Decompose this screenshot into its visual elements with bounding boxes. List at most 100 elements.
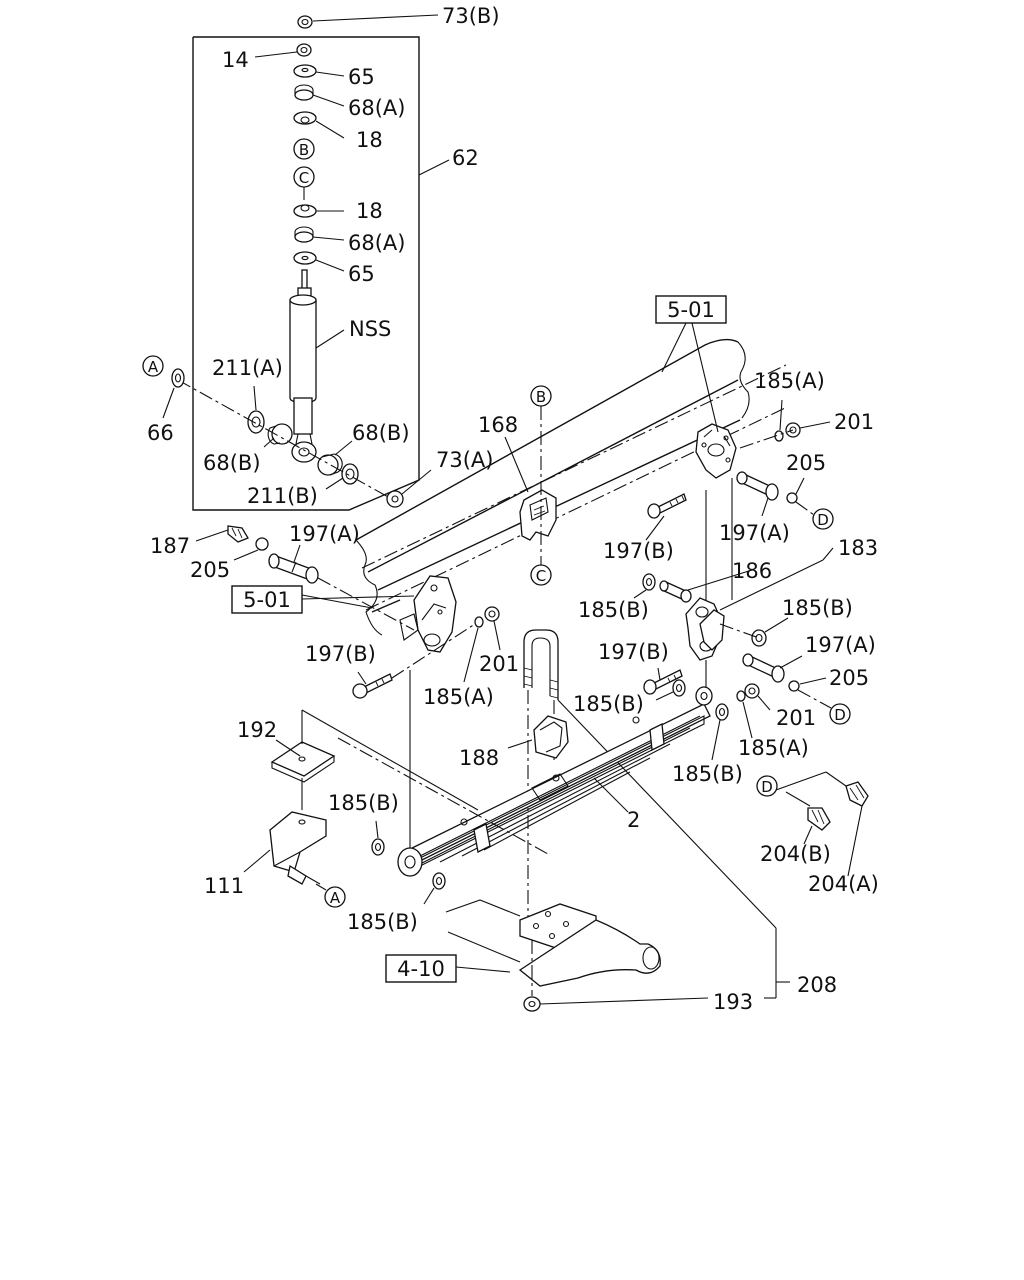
bolt-197b-r (643, 669, 683, 695)
nut-73a (386, 490, 404, 508)
marker-d-tr: D (812, 508, 834, 530)
callout-18-a: 18 (356, 128, 383, 152)
washer-211b (341, 463, 359, 485)
callout-185a-r: 185(A) (738, 736, 809, 760)
marker-d-bottom: D (756, 775, 778, 797)
svg-text:B: B (536, 388, 546, 406)
grease-nipple-204a (845, 781, 869, 807)
callout-204b: 204(B) (760, 842, 831, 866)
callout-14: 14 (222, 48, 249, 72)
spacer-188 (533, 715, 569, 759)
washer-185b-c (672, 679, 686, 697)
nut-14 (296, 43, 312, 57)
marker-b-shock: B (293, 138, 315, 160)
callout-193: 193 (713, 990, 753, 1014)
callout-211b: 211(B) (247, 484, 318, 508)
axle-4-10 (445, 899, 661, 987)
callout-197a-r: 197(A) (805, 633, 876, 657)
callout-183: 183 (838, 536, 878, 560)
marker-a-top: A (142, 355, 164, 377)
callout-205-tr: 205 (786, 451, 826, 475)
grease-205-r (788, 680, 800, 692)
svg-text:B: B (299, 141, 309, 159)
bushing-68b-right (317, 453, 343, 476)
retainer-18-top (293, 111, 317, 125)
pin-197a-r (742, 653, 785, 683)
washer-65-bottom (293, 251, 317, 265)
washer-185b-r1 (751, 629, 767, 647)
callout-68b-r: 68(B) (352, 421, 410, 445)
callout-65-a: 65 (348, 65, 375, 89)
nut-201-r (744, 683, 760, 699)
washer-66 (171, 368, 185, 388)
bolt-197b-mid (647, 493, 687, 519)
bushing-68a-bottom (294, 226, 314, 243)
shackle-plate (685, 597, 725, 661)
front-hanger-bracket (399, 575, 457, 653)
bracket-168 (519, 489, 557, 541)
pin-197a-l (268, 553, 319, 584)
grease-nipple-187 (227, 525, 249, 543)
callout-185b-mid: 185(B) (578, 598, 649, 622)
svg-text:5-01: 5-01 (243, 588, 291, 612)
callout-201-tr: 201 (834, 410, 874, 434)
washer-185b-mid (642, 573, 656, 591)
svg-text:A: A (148, 358, 159, 376)
washer-185b-l (371, 838, 385, 856)
callout-192: 192 (237, 718, 277, 742)
bushing-68a-top (294, 84, 314, 101)
bracket-111 (269, 811, 327, 885)
callout-73b-top: 73(B) (442, 4, 500, 28)
washer-211a (247, 410, 265, 434)
callout-204a: 204(A) (808, 872, 879, 896)
svg-text:D: D (761, 778, 773, 796)
pad-192 (270, 741, 336, 783)
ref-box-5-01-top: 5-01 (655, 295, 727, 433)
ref-box-5-01-left: 5-01 (231, 585, 415, 614)
ref-box-4-10: 4-10 (385, 954, 511, 983)
leaf-spring-2 (397, 686, 713, 877)
callout-186: 186 (732, 559, 772, 583)
callout-68a-b: 68(A) (348, 231, 405, 255)
callout-62: 62 (452, 146, 479, 170)
callout-65-b: 65 (348, 262, 375, 286)
callout-18-b: 18 (356, 199, 383, 223)
callout-197a-l: 197(A) (289, 522, 360, 546)
pin-186 (659, 580, 692, 603)
bolt-197b-l (352, 673, 393, 699)
callout-111: 111 (204, 874, 244, 898)
callout-185b-r1: 185(B) (782, 596, 853, 620)
callout-201-l: 201 (479, 652, 519, 676)
callout-188: 188 (459, 746, 499, 770)
retainer-18-bottom (293, 204, 317, 218)
washer-65-top (293, 64, 317, 78)
nut-193 (523, 996, 541, 1012)
callout-197a-tr: 197(A) (719, 521, 790, 545)
callout-168: 168 (478, 413, 518, 437)
bushing-68b-left (267, 423, 293, 445)
marker-a-bottom: A (324, 886, 346, 908)
nut-73b (297, 15, 313, 29)
callout-73a: 73(A) (436, 448, 493, 472)
callout-197b-r: 197(B) (598, 640, 669, 664)
nut-201-l (484, 606, 500, 622)
callout-197b-mid: 197(B) (603, 539, 674, 563)
svg-text:A: A (330, 889, 341, 907)
callout-2: 2 (627, 808, 640, 832)
callout-185b-r2: 185(B) (672, 762, 743, 786)
callout-205-r: 205 (829, 666, 869, 690)
callout-66: 66 (147, 421, 174, 445)
callout-185b-l: 185(B) (328, 791, 399, 815)
marker-d-r: D (829, 703, 851, 725)
callout-68b-l: 68(B) (203, 451, 261, 475)
washer-185a-l (474, 616, 484, 628)
grease-nipple-204b (807, 807, 831, 831)
callout-211a: 211(A) (212, 356, 283, 380)
marker-b-bracket: B (530, 385, 552, 407)
callout-187: 187 (150, 534, 190, 558)
callout-68a-a: 68(A) (348, 96, 405, 120)
callout-labels: 73(B) 14 65 68(A) 18 62 18 68(A) 65 NSS … (147, 4, 879, 1014)
pin-197a-tr (736, 471, 779, 501)
washer-185a-r (736, 690, 746, 702)
